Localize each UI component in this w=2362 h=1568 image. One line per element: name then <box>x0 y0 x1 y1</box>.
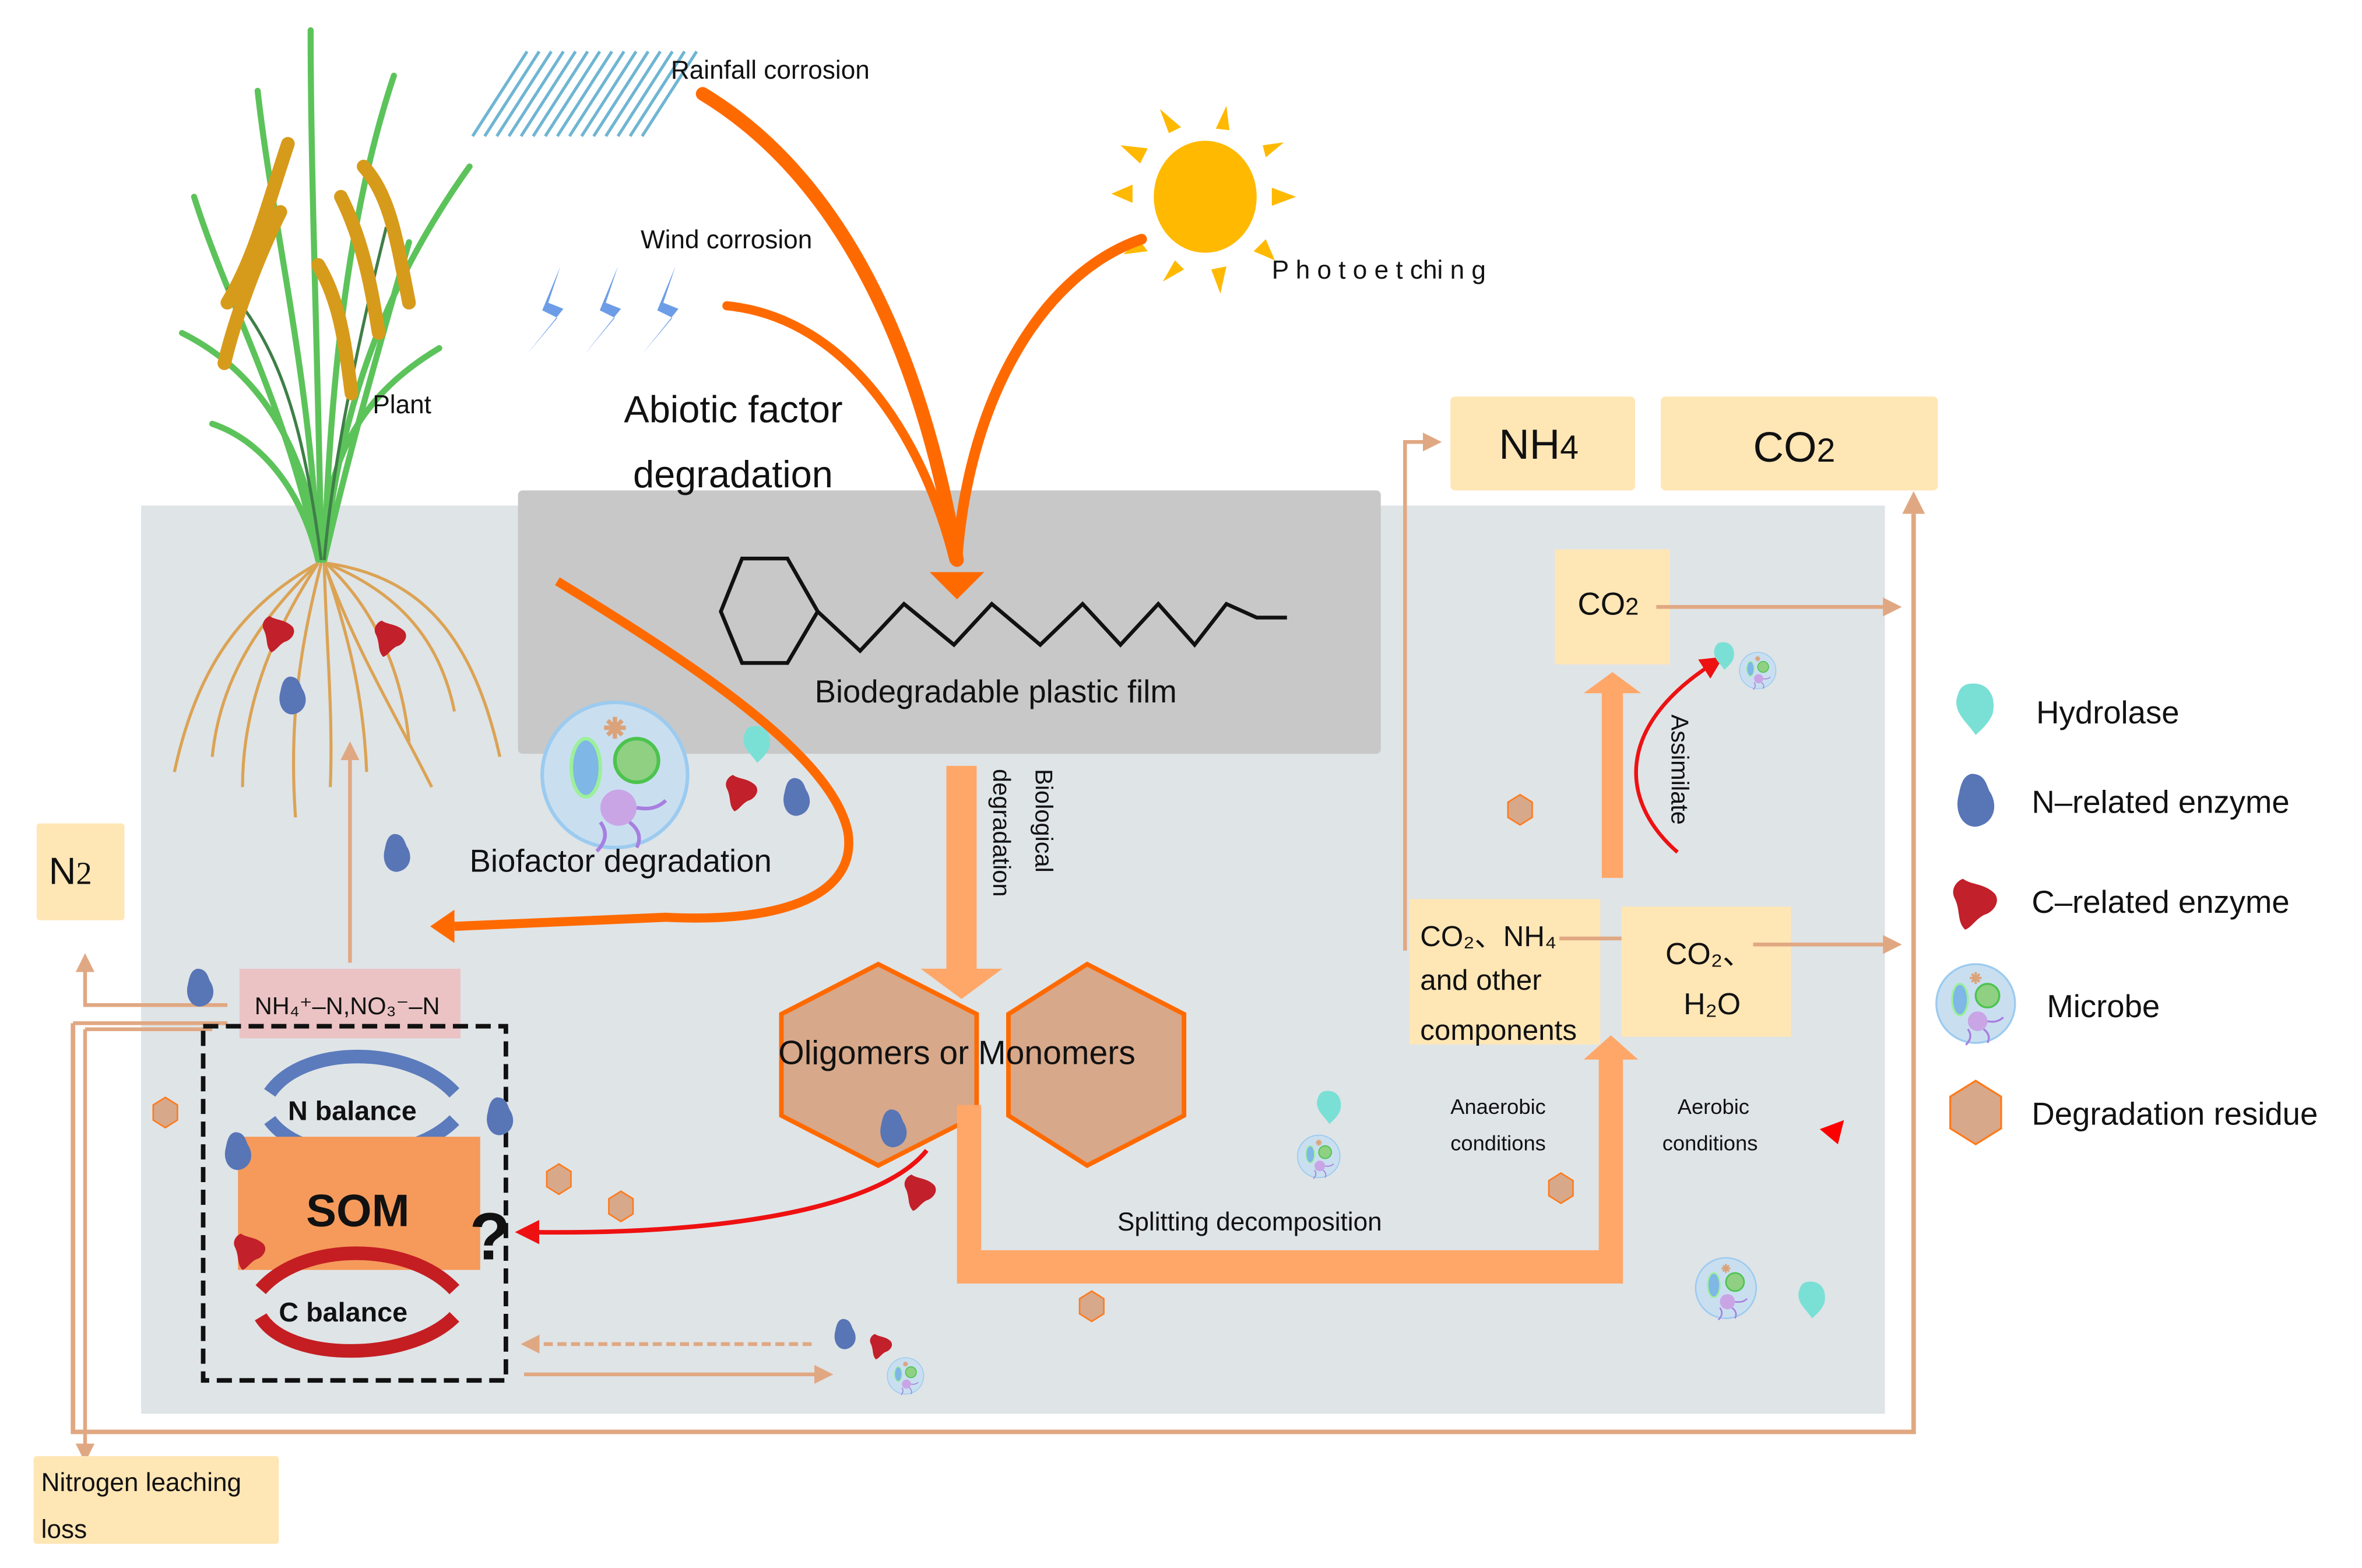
co2-h2o-line1: CO₂、 <box>1665 937 1753 971</box>
plastic-molecule <box>719 556 1287 665</box>
som-dashed-frame <box>201 1024 508 1383</box>
nitrogen-leaching-line <box>71 514 1916 1435</box>
line-to-leaching <box>73 1021 228 1032</box>
legend: Hydrolase N–related enzyme C–related enz… <box>1936 683 2318 1145</box>
biofactor-arrowhead <box>430 909 455 943</box>
photoetching-label: P h o t o e t chi n g <box>1272 256 1486 284</box>
plant-label: Plant <box>372 391 431 419</box>
n2-arrow <box>75 953 228 1007</box>
legend-label-c-enzyme: C–related enzyme <box>2031 884 2289 920</box>
abiotic-label-line1: Abiotic factor <box>624 388 842 430</box>
monomer-hexagon <box>1006 961 1187 1168</box>
splitting-label: Splitting decomposition <box>1117 1208 1382 1236</box>
mixed-line1: CO₂、NH₄ <box>1420 920 1556 952</box>
degradation-residue-icon <box>1950 1081 2001 1144</box>
legend-label-hydrolase: Hydrolase <box>2036 695 2179 730</box>
biological-label-line2: degradation <box>988 769 1015 896</box>
to-nh4-arrow <box>1403 433 1442 951</box>
abiotic-arrows <box>695 87 1147 567</box>
microbe-mark <box>887 1357 925 1396</box>
biological-label-line1: Biological <box>1031 769 1058 873</box>
co2-h2o-box <box>1621 906 1791 1037</box>
c-related-enzyme-icon <box>1953 878 1997 930</box>
nitrogen-forms-label: NH₄⁺–N,NO₃⁻–N <box>255 992 440 1019</box>
n-related-enzyme-icon <box>1957 774 1995 827</box>
biological-degradation-arrow <box>920 765 1003 999</box>
plastic-film-box <box>518 490 1381 754</box>
co2-output-label: CO2 <box>1753 424 1836 471</box>
anaerobic-line2: conditions <box>1450 1131 1546 1155</box>
anaerobic-line1: Anaerobic <box>1450 1095 1546 1119</box>
oligomers-label: Oligomers or Monomers <box>778 1034 1136 1071</box>
assimilate-arrow <box>1634 656 1724 854</box>
n2-label: N2 <box>49 849 92 892</box>
plant-illustration <box>173 27 502 818</box>
wind-icon <box>527 266 679 354</box>
legend-label-residue: Degradation residue <box>2031 1096 2318 1131</box>
legend-label-microbe: Microbe <box>2047 989 2160 1024</box>
question-mark: ? <box>470 1200 511 1274</box>
n-balance-label: N balance <box>288 1096 417 1126</box>
n2-box <box>36 823 125 920</box>
microbe-mark <box>1695 1257 1758 1321</box>
microbe-mark <box>1739 652 1777 690</box>
abiotic-label-line2: degradation <box>633 453 833 495</box>
rainfall-corrosion-label: Rainfall corrosion <box>671 56 870 85</box>
aerobic-line1: Aerobic <box>1678 1095 1749 1119</box>
nh4-output-label: NH4 <box>1499 421 1579 468</box>
co2-inner-box <box>1555 549 1670 665</box>
nitrogen-leaching-box <box>33 1456 279 1544</box>
sun-icon <box>1111 106 1296 294</box>
biofactor-label: Biofactor degradation <box>470 843 772 879</box>
oligomer-hexagon <box>779 961 979 1168</box>
leaching-line1: Nitrogen leaching <box>41 1468 241 1497</box>
aerobic-line2: conditions <box>1662 1131 1758 1155</box>
co2-h2o-line2: H₂O <box>1683 987 1741 1021</box>
nh4-output-box <box>1450 396 1636 491</box>
mixed-line2: and other <box>1420 964 1541 996</box>
som-label: SOM <box>306 1184 409 1236</box>
plastic-film-label: Biodegradable plastic film <box>815 674 1177 709</box>
splitting-decomposition-arrow <box>957 1035 1639 1284</box>
to-som-arrowhead <box>515 1219 539 1244</box>
assimilate-label: Assimilate <box>1666 715 1693 825</box>
leaching-line2: loss <box>41 1515 87 1544</box>
c-enzyme-mark <box>1819 1120 1844 1145</box>
co2-output-box <box>1661 396 1938 491</box>
hydrolase-icon <box>1956 683 1994 735</box>
microbe-large <box>542 702 687 852</box>
c-balance-label: C balance <box>279 1297 407 1327</box>
abiotic-arrowhead <box>929 572 985 600</box>
microbe-icon <box>1936 964 2015 1045</box>
to-som-arrow <box>530 1149 929 1235</box>
wind-corrosion-label: Wind corrosion <box>641 226 812 254</box>
biofactor-arrow <box>454 577 853 931</box>
mixed-components-box <box>1410 899 1601 1045</box>
co2-inner-label: CO2 <box>1577 586 1639 621</box>
rain-icon <box>471 50 698 138</box>
microbe-mark <box>1296 1134 1341 1180</box>
upward-arrow-to-co2 <box>1583 672 1642 878</box>
c-balance-cycle <box>255 1246 460 1358</box>
mixed-line3: components <box>1420 1014 1577 1046</box>
legend-label-n-enzyme: N–related enzyme <box>2031 784 2289 820</box>
